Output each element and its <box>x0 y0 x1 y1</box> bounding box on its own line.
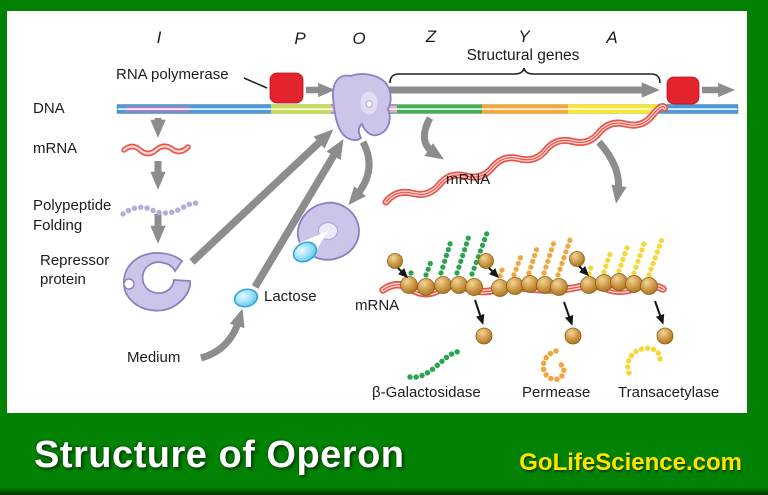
repressor-label-line1: Repressor <box>40 252 110 269</box>
dna-strand <box>116 104 739 114</box>
arrow-mrna-to-translation <box>596 139 627 204</box>
repressor-notch <box>123 278 135 290</box>
gene-label-p: P <box>294 29 306 48</box>
folding-label: Folding <box>33 217 83 234</box>
poster-title: Structure of Operon <box>34 434 405 476</box>
bottom-shadow-strip <box>0 487 768 495</box>
chains-permease <box>497 234 574 279</box>
released-ribosome <box>564 327 582 345</box>
free-ribosome <box>569 251 585 267</box>
released-proteins <box>407 345 663 383</box>
lactose-bound <box>292 241 318 263</box>
ribosomes <box>387 251 674 345</box>
rna-polymerase-label: RNA polymerase <box>116 66 229 83</box>
mrna-structural-transcript <box>382 103 669 206</box>
released-ribosome <box>475 327 493 345</box>
arrow-medium-to-lactose <box>199 308 245 362</box>
website-credit: GoLifeScience.com <box>519 449 742 476</box>
gene-label-a: A <box>606 28 618 47</box>
gene-label-z: Z <box>425 27 437 46</box>
released-ribosome <box>656 327 674 345</box>
nascent-chains <box>408 230 665 279</box>
rna-polymerase-pointer-line <box>243 77 268 89</box>
mrna-small-squiggle <box>121 143 191 157</box>
chains-transacetylase <box>586 236 665 278</box>
structural-genes-label: Structural genes <box>466 47 580 64</box>
rna-polymerase-block-left <box>269 72 304 104</box>
arrow-repressor-to-operator <box>189 129 334 265</box>
dna-label: DNA <box>33 100 65 117</box>
repressor-protein-free <box>123 252 191 312</box>
mrna-label-translation: mRNA <box>355 297 400 314</box>
gene-label-y: Y <box>518 27 530 46</box>
repressor-at-operator <box>332 73 392 141</box>
permease-protein <box>540 348 567 383</box>
dna-center-line <box>117 108 738 110</box>
free-ribosome <box>478 253 494 269</box>
lactose-label: Lactose <box>264 288 317 305</box>
gene-label-o: O <box>352 29 366 48</box>
polypeptide-chain <box>120 200 199 217</box>
arrow-dna-to-structural-mrna <box>420 116 444 160</box>
mrna-label-structural: mRNA <box>446 171 491 188</box>
flow-arrows <box>150 82 736 362</box>
product-label-permease: Permease <box>522 384 591 401</box>
free-ribosome <box>387 253 403 269</box>
beta-galactosidase-protein <box>407 348 465 380</box>
gene-label-i: I <box>156 28 162 47</box>
repressor-label-line2: protein <box>40 271 86 288</box>
repressor-lactose-complex <box>292 201 360 263</box>
arrow-lactose-to-repressor <box>251 139 344 289</box>
structural-genes-bracket <box>389 67 661 84</box>
product-label-beta-galactosidase: β-Galactosidase <box>372 384 481 401</box>
transacetylase-protein <box>625 345 663 376</box>
lactose-molecule <box>233 288 259 308</box>
chains-beta-galactosidase <box>408 230 490 278</box>
polypeptide-label: Polypeptide <box>33 197 112 214</box>
product-label-transacetylase: Transacetylase <box>618 384 720 401</box>
rna-polymerase-block-right <box>666 76 700 105</box>
ribosome-arrows <box>397 265 665 326</box>
mrna-label-left: mRNA <box>33 140 78 157</box>
medium-label: Medium <box>127 349 181 366</box>
arrow-operator-to-complex <box>348 140 373 206</box>
